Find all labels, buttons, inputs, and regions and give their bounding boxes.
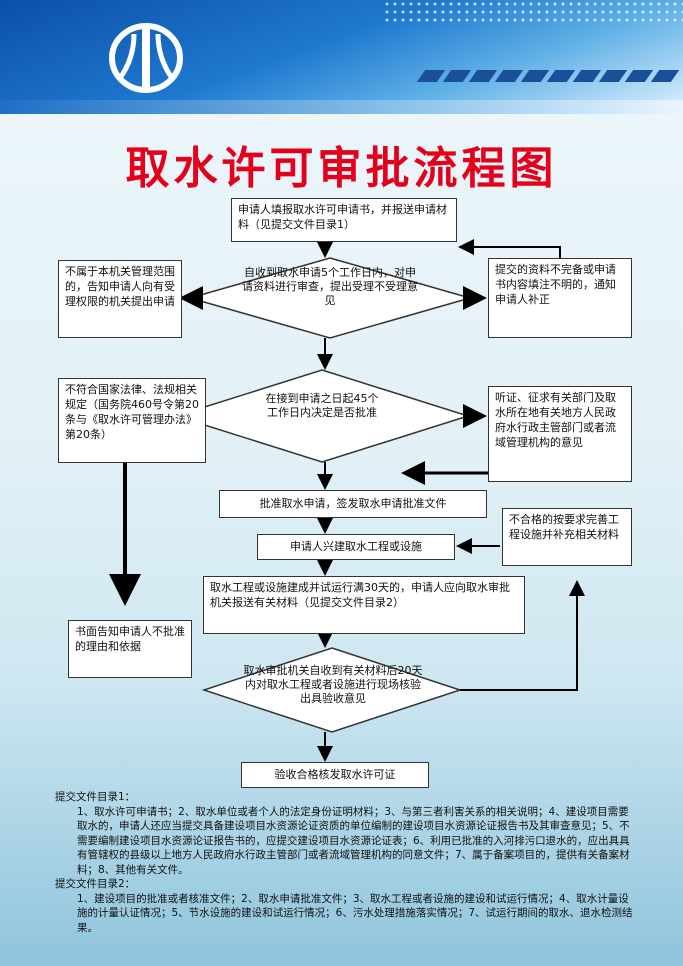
step-build-facilities: 申请人兴建取水工程或设施 [257,534,455,560]
step-trial-operation: 取水工程或设施建成并试运行满30天的，申请人应向取水审批机关报送有关材料（见提交… [203,576,525,634]
note-incomplete-materials: 提交的资料不完备或申请书内容填注不明的，通知申请人补正 [488,258,632,338]
note-hearing-consult: 听证、征求有关部门及取水所在地有关地方人民政府水行政主管部门或者流域管理机构的意… [488,386,632,482]
note-not-compliant: 不符合国家法律、法规相关规定（国务院460号令第20条与《取水许可管理办法》第2… [58,378,206,463]
decision-approval: 在接到申请之日起45个工作日内决定是否批准 [265,392,379,419]
water-emblem-icon [109,23,183,93]
decision-site-inspection: 取水审批机关自收到有关材料后20天内对取水工程或者设施进行现场核验出具验收意见 [243,664,423,705]
file-list-2-heading: 提交文件目录2： [55,878,136,890]
note-written-rejection: 书面告知申请人不批准的理由和依据 [68,620,192,678]
header-dot-pattern [383,0,683,22]
step-issue-approval: 批准取水申请，签发取水申请批准文件 [219,490,487,518]
note-rectify-facilities: 不合格的按要求完善工程设施并补充相关材料 [502,508,632,566]
step-submit-application: 申请人填报取水许可申请书，并报送申请材料（见提交文件目录1） [231,198,457,242]
file-list-2-body: 1、建设项目的批准或者核准文件；2、取水申请批准文件；3、取水工程或者设施的建设… [77,892,633,934]
file-list-1-heading: 提交文件目录1： [55,791,136,803]
step-issue-license: 验收合格核发取水许可证 [241,762,429,788]
file-list-1-body: 1、取水许可申请书；2、取水单位或者个人的法定身份证明材料；3、与第三者利害关系… [77,805,630,876]
header-band [0,100,683,114]
note-not-in-jurisdiction: 不属于本机关管理范围的，告知申请人向有受理权限的机关提出申请 [58,260,182,338]
decision-acceptance-review: 自收到取水申请5个工作日内，对申请资料进行审查，提出受理不受理意见 [242,266,418,307]
submission-file-lists: 提交文件目录1： 1、取水许可申请书；2、取水单位或者个人的法定身份证明材料；3… [55,790,635,935]
page-title: 取水许可审批流程图 [125,143,558,194]
